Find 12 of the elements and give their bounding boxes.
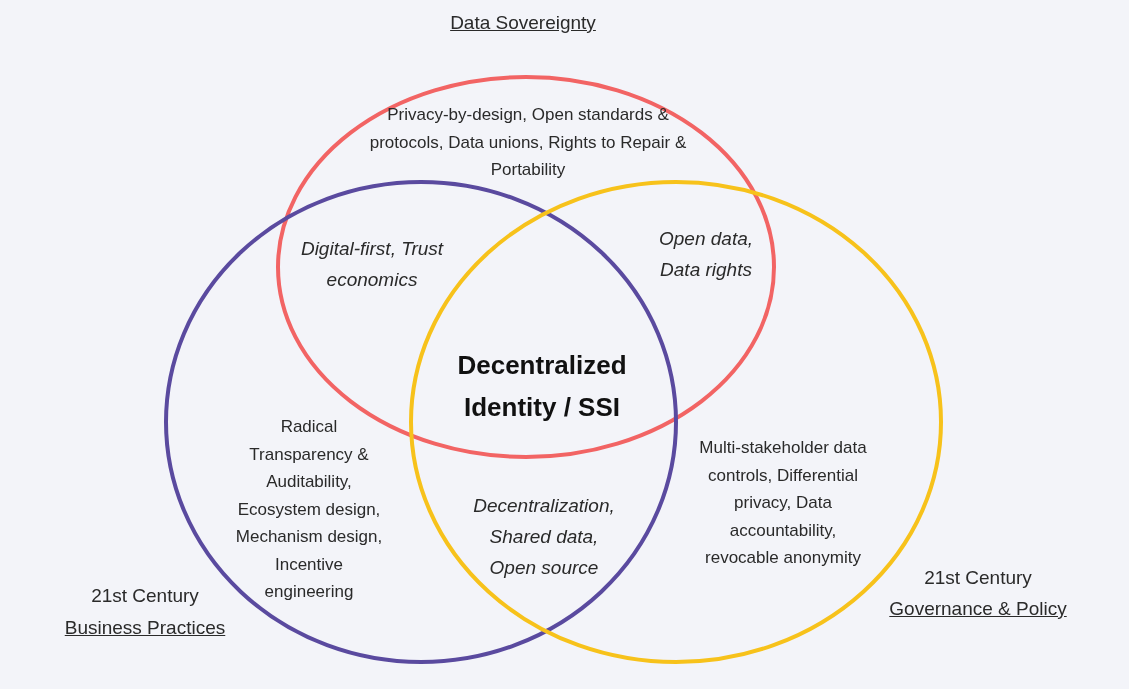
overlap-label: Open data, Data rights [658, 227, 754, 282]
set-heading: Business Practices [64, 616, 226, 640]
set-heading: 21st Century [91, 584, 199, 608]
set-description: Radical Transparency & Auditability, Ecosystem design, Mechanism design, Incentive engineering [234, 416, 384, 603]
set-heading: 21st Century [924, 566, 1032, 590]
set-heading: Data Sovereignty [450, 11, 596, 35]
overlap-label: Decentralization, Shared data, Open source [472, 494, 616, 580]
set-description: Multi-stakeholder data controls, Differential privacy, Data accountability, revocable anonymity [699, 437, 867, 569]
center-label: Decentralized Identity / SSI [456, 349, 628, 424]
set-heading: Governance & Policy [889, 597, 1067, 621]
set-description: Privacy-by-design, Open standards & protocols, Data unions, Rights to Repair & Portability [368, 104, 688, 181]
overlap-label: Digital-first, Trust economics [299, 237, 445, 292]
